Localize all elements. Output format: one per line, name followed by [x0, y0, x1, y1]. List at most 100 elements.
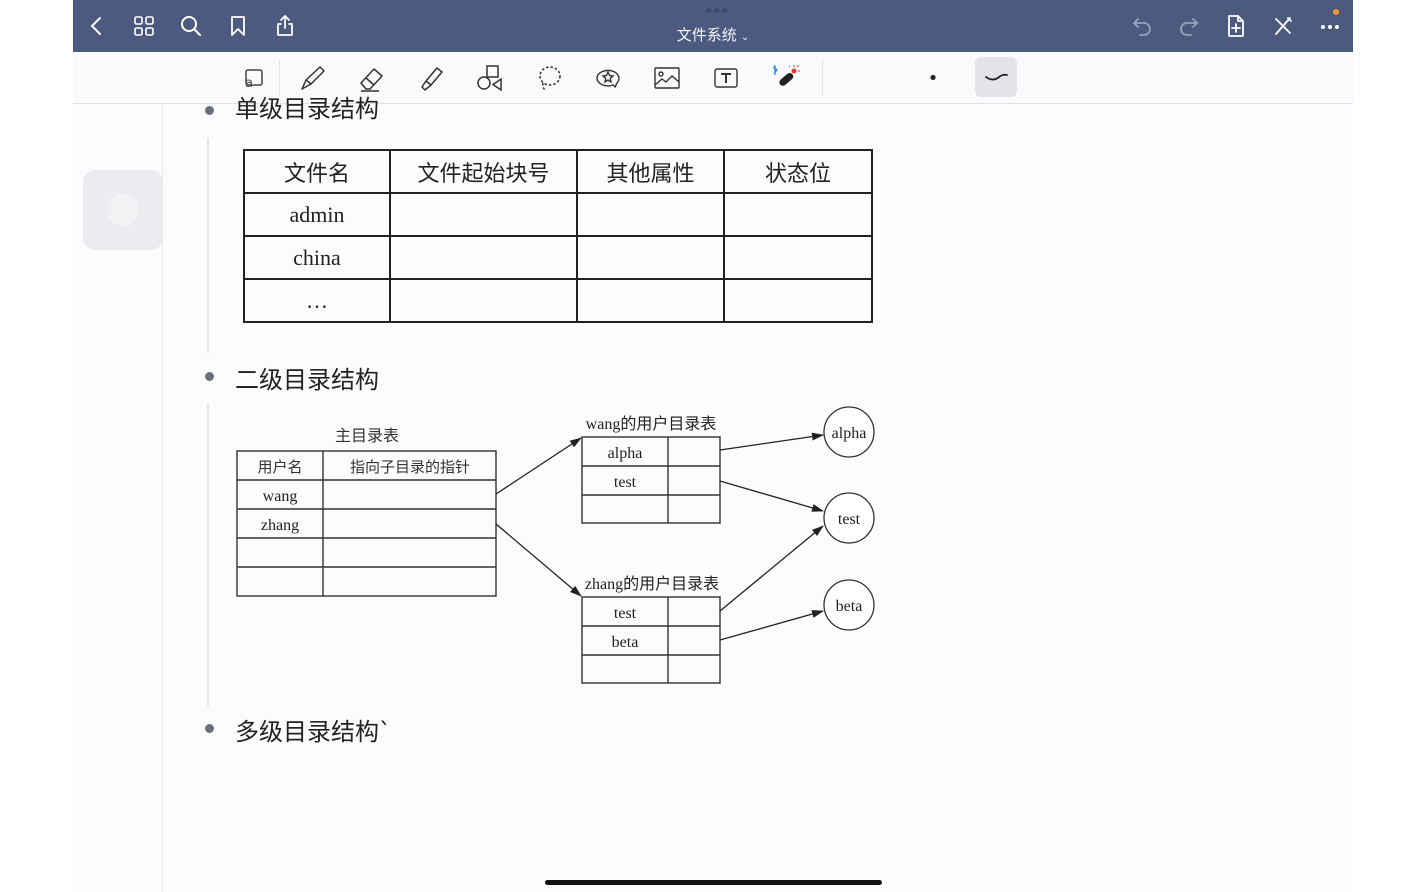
- wang-row-file: alpha: [608, 445, 643, 462]
- search-button[interactable]: [177, 12, 205, 40]
- bullet-icon: [205, 106, 214, 115]
- table-cell: [389, 192, 578, 237]
- eraser-tool[interactable]: [354, 60, 390, 96]
- wang-table-title: wang的用户目录表: [586, 415, 717, 433]
- table-header-row: 文件名 文件起始块号 其他属性 状态位: [243, 149, 873, 194]
- master-row-user: zhang: [261, 517, 299, 534]
- bullet-icon: [205, 372, 214, 381]
- redo-button[interactable]: [1175, 12, 1203, 40]
- undo-icon: [1133, 18, 1151, 36]
- laser-pointer-tool[interactable]: [767, 60, 803, 96]
- table-cell: china: [243, 235, 391, 280]
- undo-button[interactable]: [1128, 12, 1156, 40]
- more-button[interactable]: [1316, 12, 1344, 40]
- highlighter-icon: [421, 67, 443, 91]
- master-row-user: wang: [263, 488, 298, 505]
- stroke-style-option[interactable]: [975, 57, 1017, 97]
- file-node-test: test: [838, 511, 861, 528]
- table-header-cell: 状态位: [723, 149, 873, 194]
- page-grid-button[interactable]: [130, 12, 158, 40]
- notification-dot: [1333, 9, 1339, 15]
- table-cell: [723, 235, 873, 280]
- file-node-beta: beta: [836, 598, 863, 615]
- master-table-title: 主目录表: [335, 427, 399, 445]
- close-pen-icon: [1275, 17, 1292, 35]
- table-header-cell: 文件起始块号: [389, 149, 578, 194]
- table-cell: [389, 278, 578, 323]
- table-row: china: [243, 235, 873, 280]
- add-page-button[interactable]: [1222, 12, 1250, 40]
- lasso-tool[interactable]: [531, 60, 567, 96]
- text-tool[interactable]: [708, 60, 744, 96]
- stroke-curve-icon: [985, 73, 1008, 81]
- image-tool[interactable]: [649, 60, 685, 96]
- pen-tool[interactable]: [295, 60, 331, 96]
- table-cell: …: [243, 278, 391, 323]
- share-icon: [277, 15, 293, 36]
- table-cell: [576, 235, 725, 280]
- sticker-icon: [596, 69, 620, 89]
- single-level-directory-table: 文件名 文件起始块号 其他属性 状态位 admin china …: [243, 149, 873, 323]
- zhang-row-file: test: [614, 605, 637, 622]
- table-cell: [576, 278, 725, 323]
- chevron-down-icon: ⌄: [740, 32, 750, 43]
- outline-guide-line: [207, 138, 209, 353]
- two-level-directory-diagram: 主目录表 用户名 指向子目录的指针 wang zhang wang的用户目录表: [236, 406, 875, 684]
- grid-icon: [134, 16, 154, 36]
- note-app: 文件系统⌄ a: [73, 0, 1353, 892]
- redo-icon: [1180, 18, 1198, 36]
- zhang-table-title: zhang的用户目录表: [585, 575, 719, 593]
- zhang-row-file: beta: [612, 634, 639, 651]
- stroke-size-option[interactable]: •: [915, 60, 951, 96]
- search-icon: [181, 16, 201, 36]
- bullet-icon: [205, 724, 214, 733]
- read-only-mode-tool[interactable]: a: [236, 60, 272, 96]
- close-pen-mode-button[interactable]: [1269, 12, 1297, 40]
- file-node-alpha: alpha: [832, 425, 867, 442]
- table-header-cell: 文件名: [243, 149, 391, 194]
- table-cell: [389, 235, 578, 280]
- document-title: 文件系统: [676, 26, 737, 44]
- master-header-cell: 用户名: [257, 459, 302, 476]
- table-cell: admin: [243, 192, 391, 237]
- top-nav-bar: 文件系统⌄: [73, 0, 1353, 52]
- image-icon: [654, 67, 680, 89]
- section-heading-multi-level: 多级目录结构`: [235, 718, 391, 746]
- bookmark-button[interactable]: [224, 12, 252, 40]
- outline-guide-line: [207, 403, 209, 706]
- table-cell: [576, 192, 725, 237]
- text-box-icon: [714, 68, 738, 88]
- sidebar-divider: [162, 103, 163, 892]
- master-header-cell: 指向子目录的指针: [350, 459, 470, 476]
- shapes-icon: [477, 65, 502, 92]
- dot-icon: •: [927, 67, 939, 89]
- wang-row-file: test: [614, 474, 637, 491]
- table-cell: [723, 278, 873, 323]
- back-icon: [90, 17, 101, 35]
- home-indicator[interactable]: [545, 880, 882, 885]
- svg-text:a: a: [245, 76, 253, 91]
- document-title-menu[interactable]: 文件系统⌄: [633, 24, 793, 45]
- table-header-cell: 其他属性: [576, 149, 725, 194]
- add-page-icon: [1228, 15, 1244, 37]
- table-cell: [723, 192, 873, 237]
- eraser-icon: [360, 68, 383, 92]
- shapes-tool[interactable]: [472, 60, 508, 96]
- share-button[interactable]: [271, 12, 299, 40]
- section-heading-single-level: 单级目录结构: [235, 95, 379, 123]
- back-button[interactable]: [83, 12, 111, 40]
- highlighter-tool[interactable]: [413, 60, 449, 96]
- table-row: admin: [243, 192, 873, 237]
- laser-pointer-icon: [772, 65, 800, 86]
- drawing-toolbar: a •: [73, 52, 1353, 104]
- sticker-tool[interactable]: [590, 60, 626, 96]
- table-row: …: [243, 278, 873, 323]
- section-heading-two-level: 二级目录结构: [235, 366, 379, 394]
- bookmark-icon: [231, 16, 245, 36]
- lasso-icon: [539, 66, 561, 91]
- pen-icon: [301, 66, 325, 90]
- read-only-icon: a: [245, 69, 263, 91]
- more-icon: [1321, 25, 1339, 29]
- multitask-handle[interactable]: [703, 8, 729, 14]
- floating-page-thumbnail[interactable]: [83, 170, 163, 250]
